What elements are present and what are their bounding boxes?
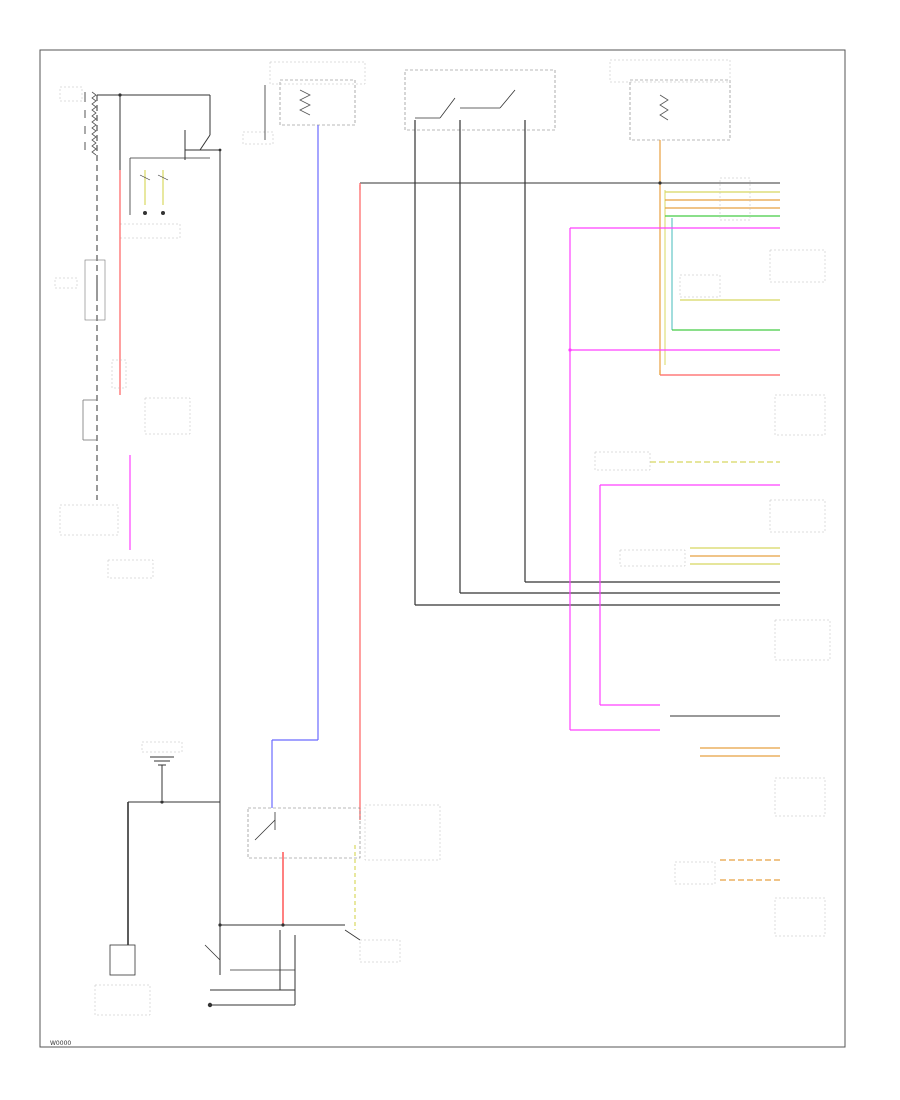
battery-relay-switch xyxy=(184,95,274,930)
power-relay-module xyxy=(247,804,441,861)
fuse-box-center xyxy=(264,61,366,140)
ignition-switch xyxy=(404,69,556,131)
battery-disconnect-wire xyxy=(94,801,220,1016)
fuse-panel-left xyxy=(59,86,97,156)
data-bus-connectors xyxy=(619,547,831,661)
battery-main-wire xyxy=(96,93,210,500)
heater-module-connectors xyxy=(674,859,826,937)
door-control-connectors xyxy=(594,451,826,705)
clutch-sensor-connectors xyxy=(570,274,826,436)
starter-switch xyxy=(204,929,401,1008)
battery-sensor-wire-red xyxy=(111,170,127,395)
module-bottom-connectors xyxy=(570,704,826,817)
fuse-panel-right xyxy=(609,59,731,141)
battery-sensor-box xyxy=(54,259,191,536)
ignition-output-wires xyxy=(414,120,780,606)
battery-sensor-wire-pink xyxy=(107,455,154,579)
blue-wire xyxy=(271,125,319,808)
junction-dots xyxy=(160,181,662,927)
right-vertical-wires xyxy=(659,140,673,375)
diagram-footer-code: W0000 xyxy=(50,1040,71,1047)
engine-control-connectors xyxy=(569,177,826,730)
top-horizontal-bus xyxy=(359,182,780,190)
junction-block-wires xyxy=(119,157,210,239)
diagram-border xyxy=(39,49,846,1048)
ground-symbol xyxy=(141,741,183,800)
